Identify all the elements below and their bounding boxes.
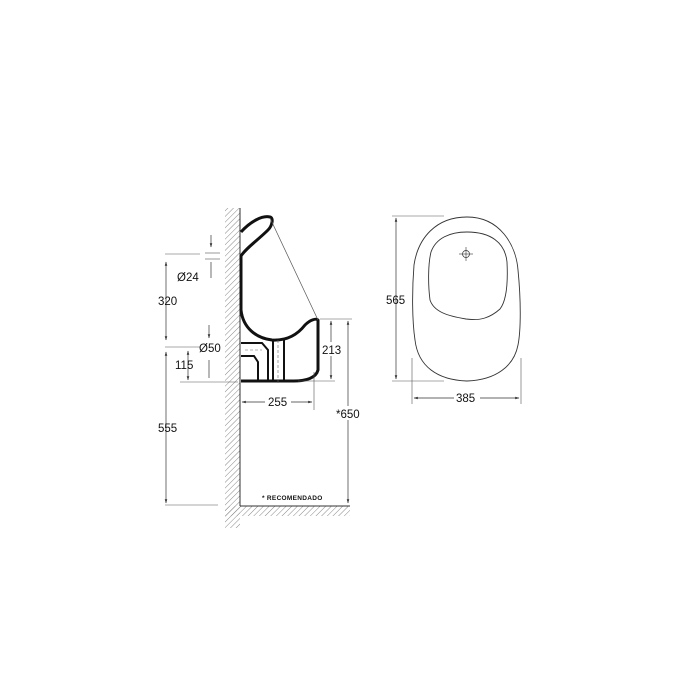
dim-inlet-height: 320 bbox=[158, 296, 177, 308]
side-view: Ø24 320 Ø50 115 555 255 213 *650 * bbox=[158, 208, 363, 528]
dim-projection: 255 bbox=[268, 397, 287, 409]
spray-line bbox=[269, 217, 319, 321]
dim-front-height-565: 565 bbox=[386, 295, 405, 307]
urinal-outline bbox=[412, 216, 521, 382]
dim-width: 385 bbox=[456, 393, 475, 405]
dim-inlet-diameter: Ø24 bbox=[177, 272, 199, 284]
dim-floor-to-bottom: 555 bbox=[158, 423, 177, 435]
recommended-note: * RECOMENDADO bbox=[262, 495, 323, 502]
outlet-pipe bbox=[241, 340, 285, 381]
front-view: 565 385 bbox=[386, 215, 522, 405]
dim-rim-height: *650 bbox=[336, 409, 360, 421]
wall-hatch bbox=[225, 208, 240, 528]
dim-front-height: 213 bbox=[322, 345, 341, 357]
floor-hatch bbox=[225, 506, 350, 516]
bowl-outline bbox=[428, 231, 508, 320]
dim-outlet-height: 115 bbox=[175, 360, 193, 372]
dim-outlet-diameter: Ø50 bbox=[199, 343, 221, 355]
